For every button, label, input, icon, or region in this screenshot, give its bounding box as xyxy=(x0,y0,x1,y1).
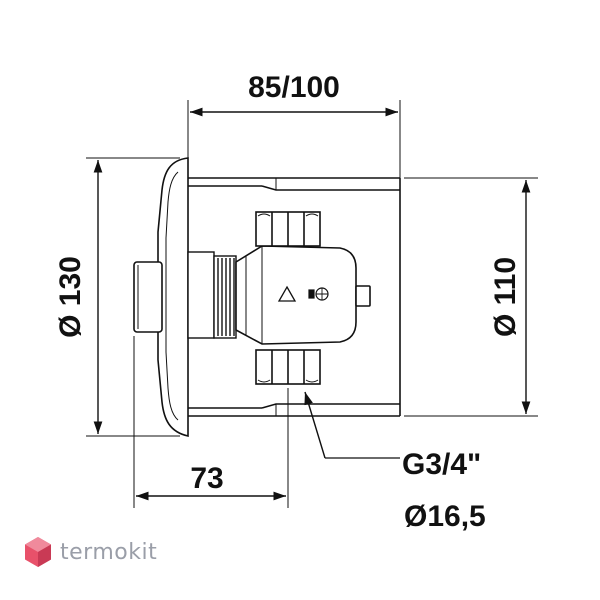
triangle-icon xyxy=(277,285,297,302)
thread-leader xyxy=(304,391,400,459)
watermark-brand: termokit xyxy=(60,539,158,565)
dimension-lines xyxy=(93,107,531,501)
thread-label: G3/4" xyxy=(402,448,481,481)
pipe-diameter-label: Ø16,5 xyxy=(404,500,486,533)
push-button xyxy=(133,261,163,333)
lower-hex-nut xyxy=(255,349,321,385)
valve-body xyxy=(235,245,371,345)
body-diameter-label: Ø 110 xyxy=(489,257,522,337)
threaded-ring xyxy=(187,251,237,339)
thermostat-icon xyxy=(308,287,329,301)
cover-plate xyxy=(157,157,189,437)
watermark: termokit xyxy=(24,536,157,568)
upper-hex-nut xyxy=(255,211,321,247)
depth-label: 85/100 xyxy=(248,71,340,104)
extension-lines xyxy=(86,100,538,508)
termokit-logo-icon xyxy=(25,537,51,567)
protrusion-label: 73 xyxy=(190,462,223,495)
outer-diameter-label: Ø 130 xyxy=(54,256,87,338)
mounting-box xyxy=(188,177,401,417)
